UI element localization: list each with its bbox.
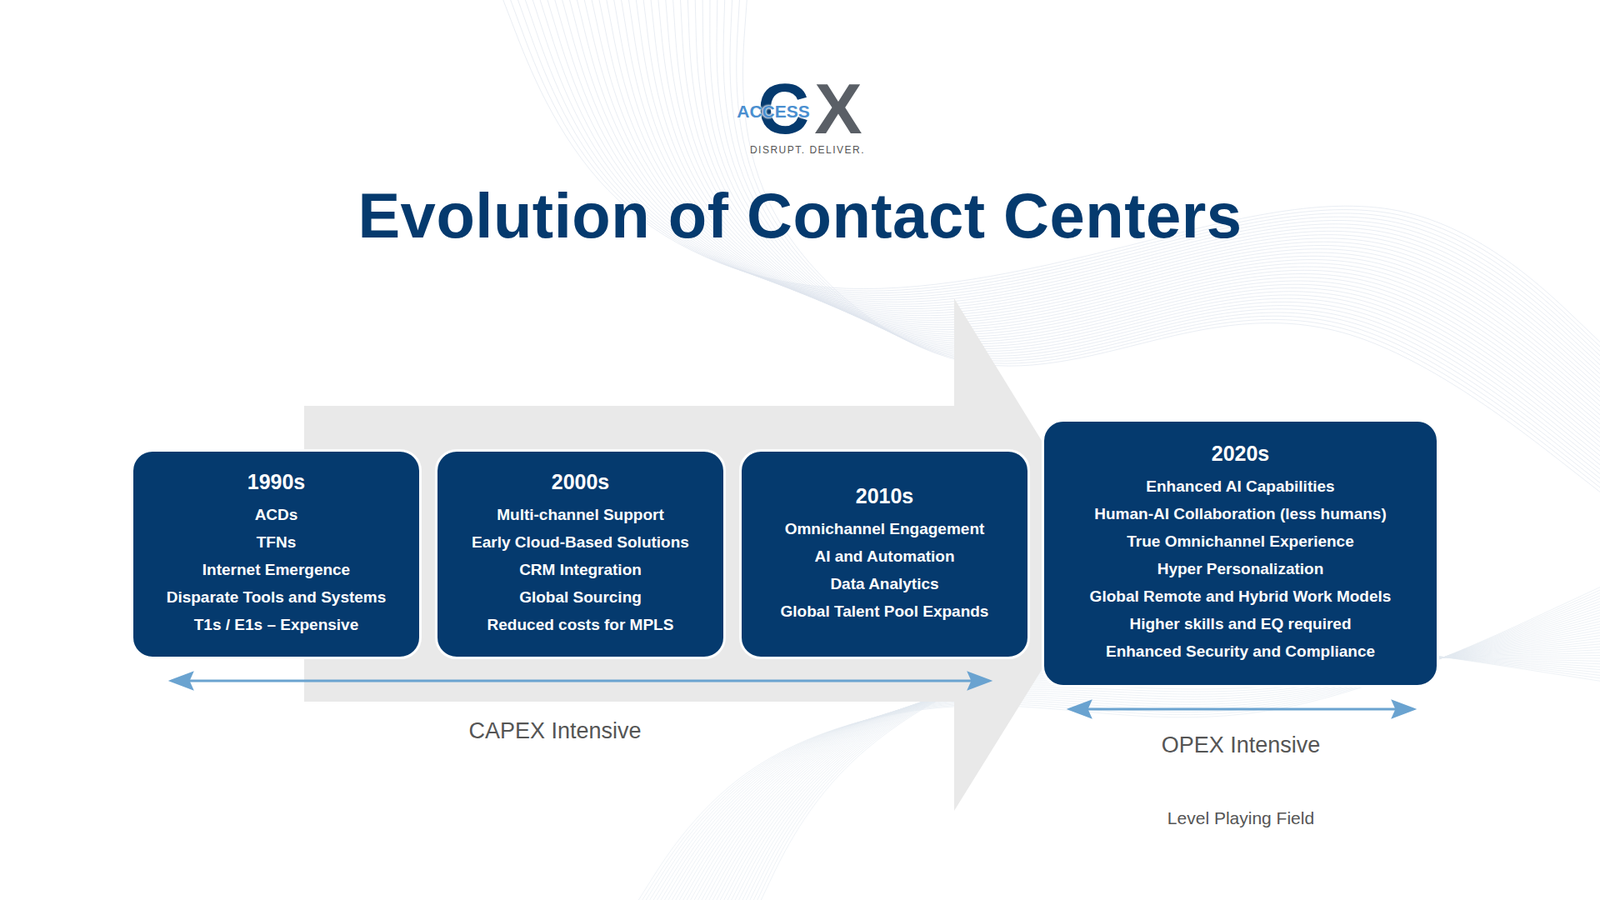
era-item: Global Sourcing — [519, 583, 642, 611]
era-item: Enhanced AI Capabilities — [1145, 472, 1335, 500]
logo-letter: X — [814, 72, 862, 145]
era-heading: 1990s — [247, 470, 306, 495]
logo-tagline: DISRUPT. DELIVER. — [750, 145, 865, 155]
phase-label: CAPEX Intensive — [468, 720, 641, 743]
era-item: CRM Integration — [519, 555, 642, 584]
era-box: 2020sEnhanced AI CapabilitiesHuman-AI Co… — [1041, 419, 1440, 688]
note: Level Playing Field — [1167, 809, 1315, 827]
era-item: Global Talent Pool Expands — [780, 597, 990, 625]
era-item: Human-AI Collaboration (less humans) — [1094, 500, 1386, 528]
logo-text: ACCESS — [736, 102, 810, 120]
span-bracket — [171, 673, 990, 689]
era-item: Reduced costs for MPLS — [487, 610, 675, 639]
era-box: 2000sMulti-channel SupportEarly Cloud-Ba… — [435, 449, 726, 660]
timeline-arrow — [304, 298, 1113, 811]
era-item: Internet Emergence — [202, 555, 350, 584]
era-item: TFNs — [256, 528, 297, 556]
era-item: Higher skills and EQ required — [1129, 610, 1351, 638]
phase-label: OPEX Intensive — [1161, 734, 1321, 757]
era-item: Hyper Personalization — [1157, 555, 1325, 583]
wave-line — [507, 0, 1600, 355]
title: Evolution of Contact Centers — [357, 179, 1242, 252]
era-box: 1990sACDsTFNsInternet EmergenceDisparate… — [130, 449, 422, 660]
era-item: T1s / E1s – Expensive — [194, 610, 360, 639]
era-item: AI and Automation — [814, 542, 955, 570]
era-item: ACDs — [255, 500, 299, 529]
era-heading: 2020s — [1211, 441, 1270, 466]
era-box: 2010sOmnichannel EngagementAI and Automa… — [739, 449, 1030, 660]
era-heading: 2010s — [855, 484, 915, 509]
era-item: Global Remote and Hybrid Work Models — [1090, 582, 1392, 610]
era-item: Data Analytics — [830, 570, 939, 598]
span-bracket — [1070, 701, 1414, 717]
era-item: Early Cloud-Based Solutions — [471, 528, 690, 556]
era-heading: 2000s — [551, 470, 610, 495]
era-item: Multi-channel Support — [496, 500, 665, 529]
era-item: Omnichannel Engagement — [785, 515, 985, 543]
era-item: True Omnichannel Experience — [1126, 527, 1354, 555]
era-item: Enhanced Security and Compliance — [1105, 637, 1375, 665]
era-item: Disparate Tools and Systems — [166, 583, 387, 611]
